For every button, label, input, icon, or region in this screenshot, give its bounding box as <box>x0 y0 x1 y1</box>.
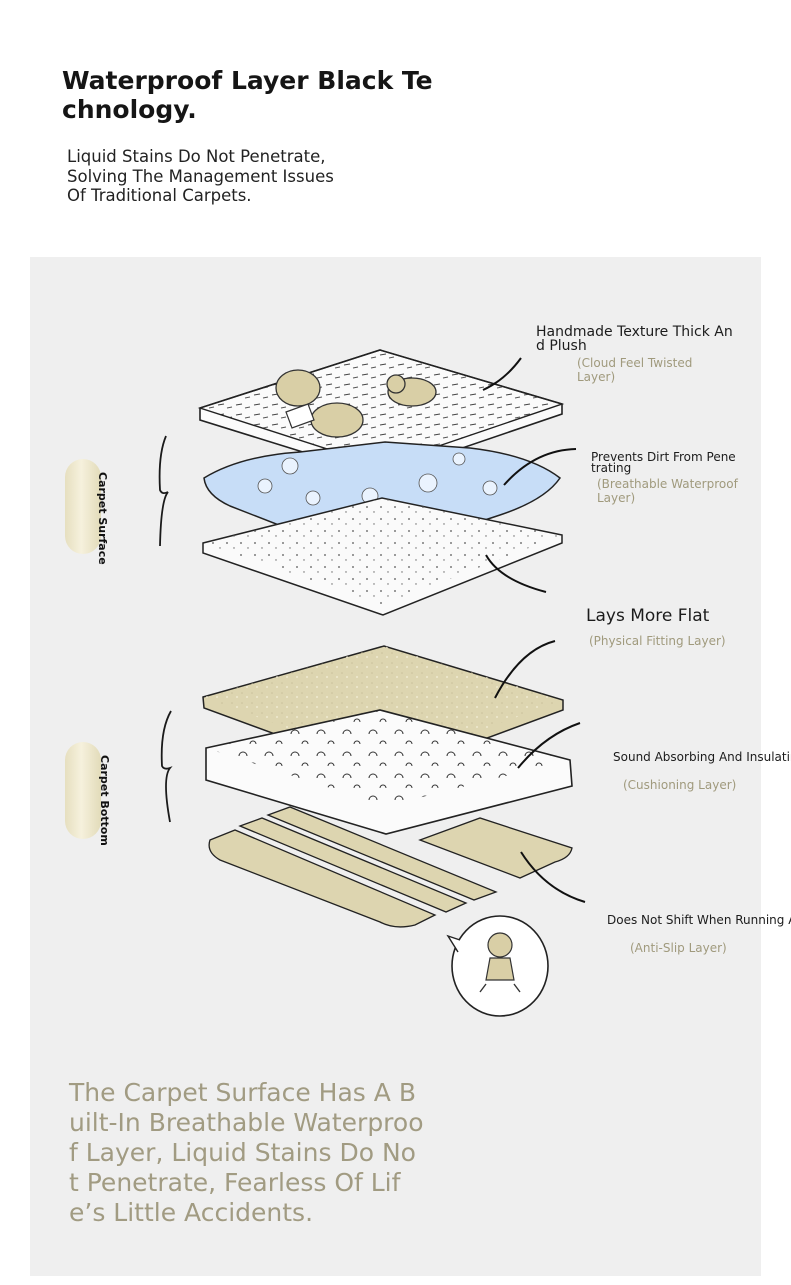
surface-pill-icon <box>65 459 101 554</box>
subheadline: Liquid Stains Do Not Penetrate, Solving … <box>67 147 334 205</box>
bottom-pill-icon <box>65 742 101 839</box>
carpet-bottom-label: Carpet Bottom <box>98 755 111 846</box>
summary-paragraph: The Carpet Surface Has A Built-In Breath… <box>69 1078 424 1227</box>
fitting-sheet-layer <box>202 497 563 616</box>
headline: Waterproof Layer Black Technology. <box>62 66 433 124</box>
anti-slip-layer <box>208 806 573 928</box>
leader-lines <box>482 357 586 903</box>
bottom-brace <box>160 710 173 823</box>
kid-jumping-bubble <box>446 915 549 1017</box>
cat-illustration <box>386 374 437 407</box>
carpet-surface-label: Carpet Surface <box>96 472 109 565</box>
girl-reading-illustration <box>275 369 364 438</box>
surface-brace <box>158 435 169 547</box>
cushioning-layer <box>205 709 573 835</box>
